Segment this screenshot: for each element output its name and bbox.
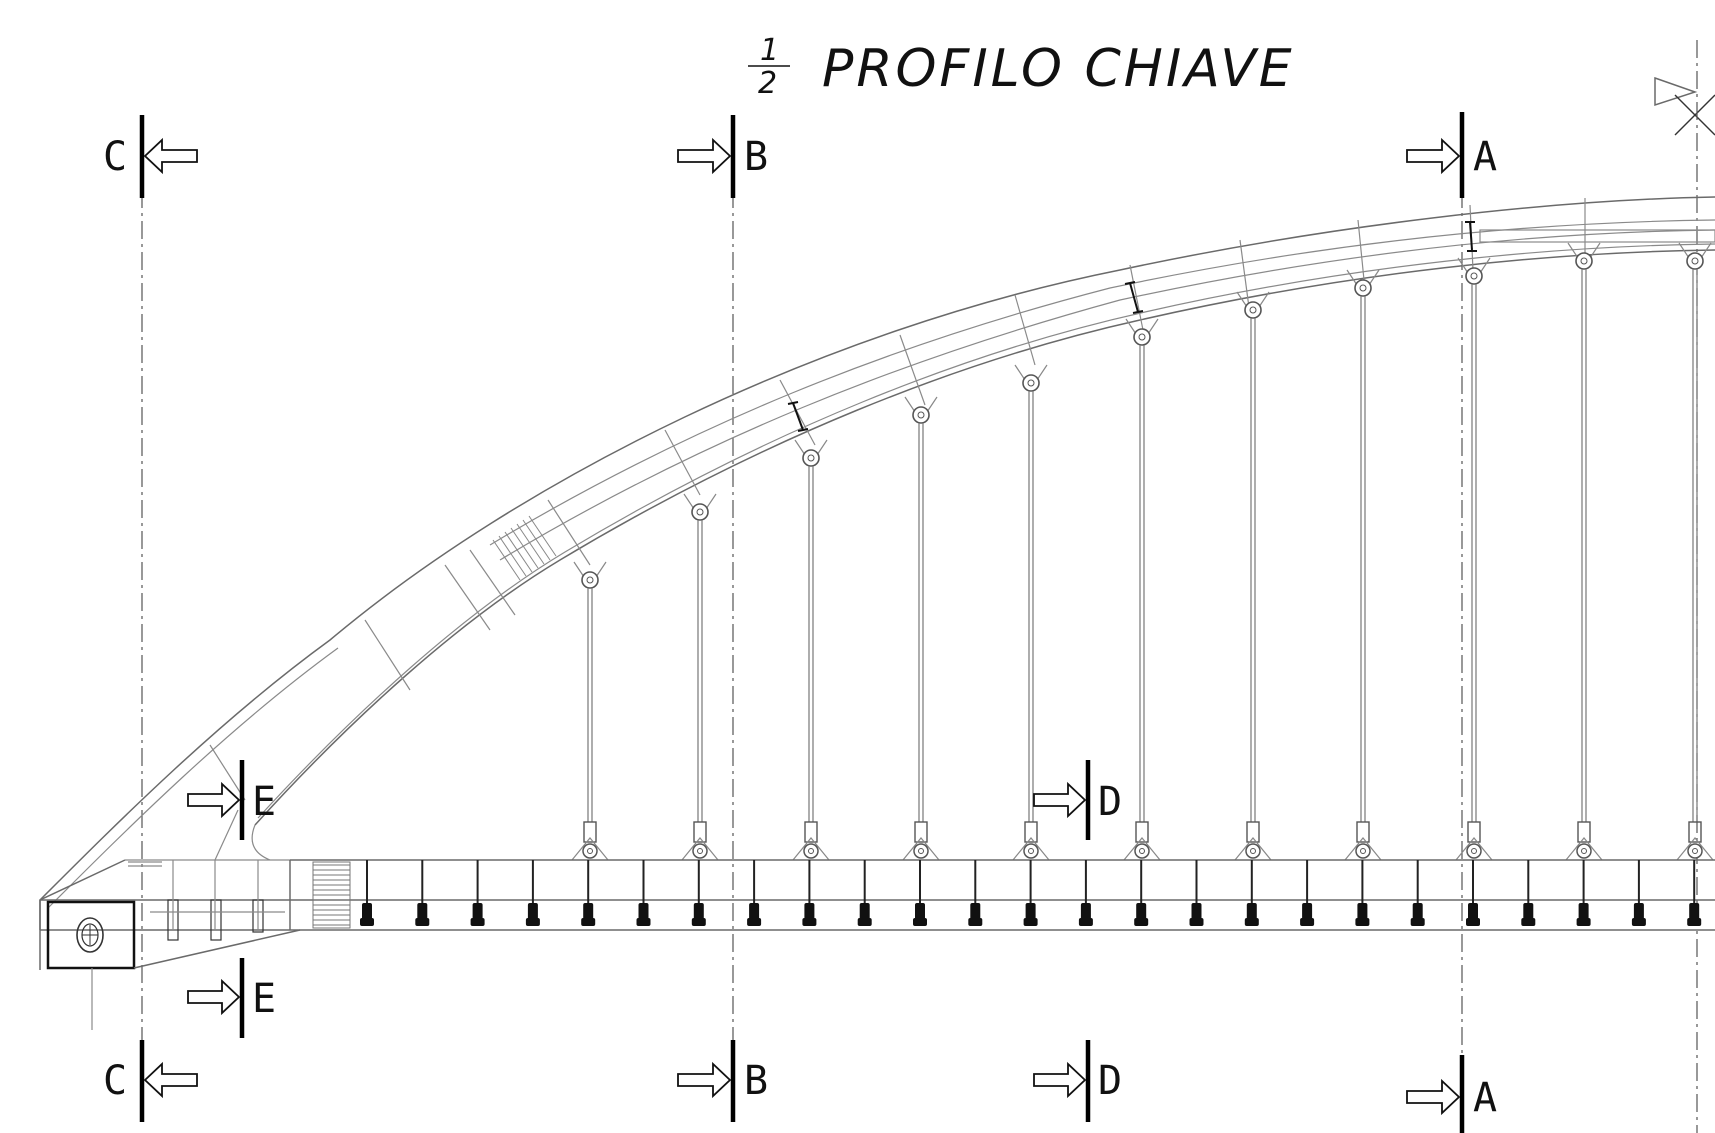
cross-girder: [968, 860, 983, 926]
cross-girder: [525, 860, 540, 926]
cross-girder: [857, 860, 872, 926]
section-letter: D: [1098, 779, 1122, 825]
cross-girder: [1355, 860, 1370, 926]
hanger-cable: [1344, 269, 1382, 861]
cross-girder: [802, 860, 817, 926]
cross-girder: [636, 860, 651, 926]
section-letter: B: [744, 134, 768, 180]
hanger-cable: [792, 439, 830, 861]
cross-girder: [360, 860, 374, 926]
section-cut-marks: C B A E D E: [103, 112, 1497, 1133]
section-letter: E: [252, 779, 276, 825]
section-cut-b-top: B: [677, 115, 768, 198]
cross-girder: [1023, 860, 1038, 926]
section-cut-c-top: C: [103, 115, 198, 198]
hanger-cable: [1012, 364, 1050, 861]
cross-girder: [1078, 860, 1093, 926]
hanger-cable: [1565, 242, 1603, 861]
section-letter: E: [252, 976, 276, 1022]
section-cut-e-top: E: [187, 760, 276, 840]
section-letter: A: [1473, 1075, 1497, 1121]
hanger-cable: [681, 493, 719, 861]
deck-cross-girders: [360, 860, 1702, 926]
cross-girder: [691, 860, 706, 926]
section-letter: C: [103, 1058, 127, 1104]
section-cut-a-top: A: [1406, 112, 1497, 198]
cross-girder: [470, 860, 485, 926]
section-letter: A: [1473, 134, 1497, 180]
title-fraction-numerator: 1: [760, 33, 779, 68]
symmetry-axis-symbol: [1654, 76, 1715, 136]
cross-girder: [1631, 860, 1646, 926]
deck: [39, 809, 1715, 1030]
cross-girder: [1521, 860, 1536, 926]
hanger-cable: [1676, 242, 1714, 861]
section-cut-d-top: D: [1033, 760, 1122, 840]
cross-girder: [1576, 860, 1591, 926]
title-fraction-denominator: 2: [758, 66, 777, 101]
section-letter: B: [744, 1058, 768, 1104]
section-letter: D: [1098, 1058, 1122, 1104]
hanger-cable: [1123, 318, 1161, 861]
hanger-cable: [1234, 291, 1272, 861]
cross-girder: [1466, 860, 1480, 926]
hanger-cable: [1455, 257, 1493, 861]
cross-girder: [747, 860, 762, 926]
cross-girder: [1244, 860, 1259, 926]
section-cut-d-bottom: D: [1033, 1040, 1122, 1122]
hanger-cable: [571, 561, 609, 861]
section-cut-a-bottom: A: [1406, 1055, 1497, 1133]
cross-girder: [581, 860, 596, 926]
cross-girder: [1189, 860, 1204, 926]
cross-girder: [1687, 860, 1702, 926]
section-axes: [141, 40, 1698, 1133]
hanger-cables: [571, 242, 1714, 861]
cross-girder: [1134, 860, 1149, 926]
section-letter: C: [103, 134, 127, 180]
title-text: PROFILO CHIAVE: [822, 39, 1295, 99]
section-cut-e-bottom: E: [187, 958, 276, 1038]
section-cut-b-bottom: B: [677, 1040, 768, 1122]
drawing-title: 1 2 PROFILO CHIAVE: [748, 33, 1295, 101]
arch-rib: [39, 196, 1715, 909]
cross-girder: [1300, 860, 1315, 926]
cross-girder: [415, 860, 430, 926]
section-cut-c-bottom: C: [103, 1040, 198, 1122]
cross-girder: [1410, 860, 1425, 926]
hanger-cable: [902, 396, 940, 861]
cross-girder: [913, 860, 927, 926]
